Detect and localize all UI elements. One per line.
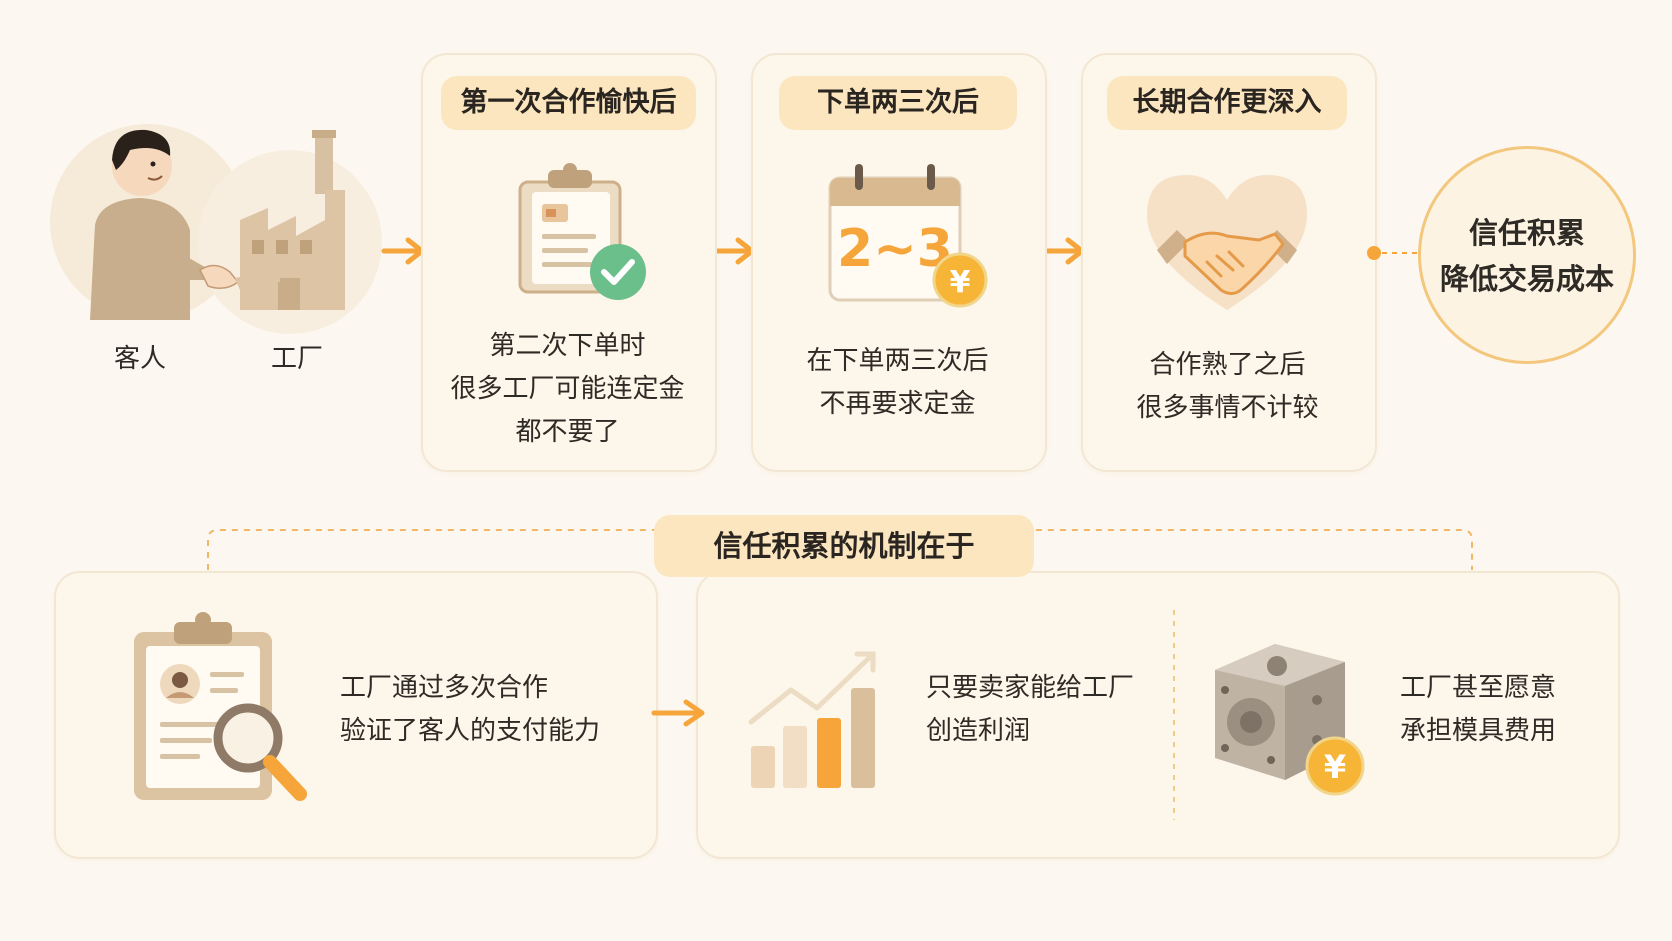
mechanism-card-right xyxy=(696,571,1620,859)
clipboard-check-icon xyxy=(518,163,646,300)
step-desc-1-line: 很多工厂可能连定金 xyxy=(450,374,685,404)
step-desc-2: 在下单两三次后 不再要求定金 xyxy=(755,340,1040,426)
mold-coin-icon: ¥ xyxy=(1215,644,1365,796)
coin-symbol: ¥ xyxy=(1324,748,1346,786)
step-desc-2-line: 不再要求定金 xyxy=(819,389,976,419)
step-desc-3: 合作熟了之后 很多事情不计较 xyxy=(1085,344,1370,430)
vertical-dashed-divider xyxy=(1173,610,1175,820)
step-desc-3-line: 合作熟了之后 xyxy=(1149,350,1306,380)
calendar-icon: 2~3 ¥ xyxy=(828,164,988,308)
actors-group: 客人 工厂 xyxy=(40,120,382,380)
step-desc-1-line: 第二次下单时 xyxy=(489,331,646,361)
growth-chart-icon xyxy=(748,651,876,788)
arrow-right-icon xyxy=(651,699,705,727)
step-desc-1: 第二次下单时 很多工厂可能连定金 都不要了 xyxy=(425,325,710,454)
step-title-1: 第一次合作愉快后 xyxy=(441,76,696,130)
step-title-2: 下单两三次后 xyxy=(779,76,1017,130)
mechanism-desc-2-line: 只要卖家能给工厂 xyxy=(926,673,1135,703)
mechanism-card-left xyxy=(54,571,658,859)
customer-illustration xyxy=(50,124,382,334)
mechanism-title: 信任积累的机制在于 xyxy=(654,515,1034,577)
mechanism-desc-1: 工厂通过多次合作 验证了客人的支付能力 xyxy=(340,667,640,753)
mechanism-desc-1-line: 工厂通过多次合作 xyxy=(340,673,549,703)
clipboard-search-icon xyxy=(134,612,307,801)
calendar-number: 2~3 xyxy=(837,219,953,279)
step-desc-1-line: 都不要了 xyxy=(515,417,620,447)
mechanism-desc-2-line: 创造利润 xyxy=(926,716,1031,746)
result-line: 信任积累 xyxy=(1468,216,1585,250)
handshake-small-icon xyxy=(199,264,280,290)
mechanism-desc-3-line: 承担模具费用 xyxy=(1400,716,1557,746)
result-line: 降低交易成本 xyxy=(1439,262,1614,296)
customer-label: 客人 xyxy=(113,344,166,374)
customer-person-icon xyxy=(90,129,215,320)
result-text: 信任积累 降低交易成本 xyxy=(1418,210,1636,302)
step-desc-3-line: 很多事情不计较 xyxy=(1136,393,1319,423)
result-circle xyxy=(1418,146,1636,364)
coin-symbol: ¥ xyxy=(950,265,971,300)
handshake-heart-icon xyxy=(1147,175,1307,310)
mechanism-desc-1-line: 验证了客人的支付能力 xyxy=(340,716,601,746)
mechanism-desc-3: 工厂甚至愿意 承担模具费用 xyxy=(1400,667,1610,753)
factory-label: 工厂 xyxy=(270,344,323,374)
step-title-3: 长期合作更深入 xyxy=(1107,76,1347,130)
dot-connector xyxy=(1367,246,1440,260)
mechanism-desc-2: 只要卖家能给工厂 创造利润 xyxy=(926,667,1176,753)
step-desc-2-line: 在下单两三次后 xyxy=(806,346,989,376)
mechanism-desc-3-line: 工厂甚至愿意 xyxy=(1400,673,1557,703)
